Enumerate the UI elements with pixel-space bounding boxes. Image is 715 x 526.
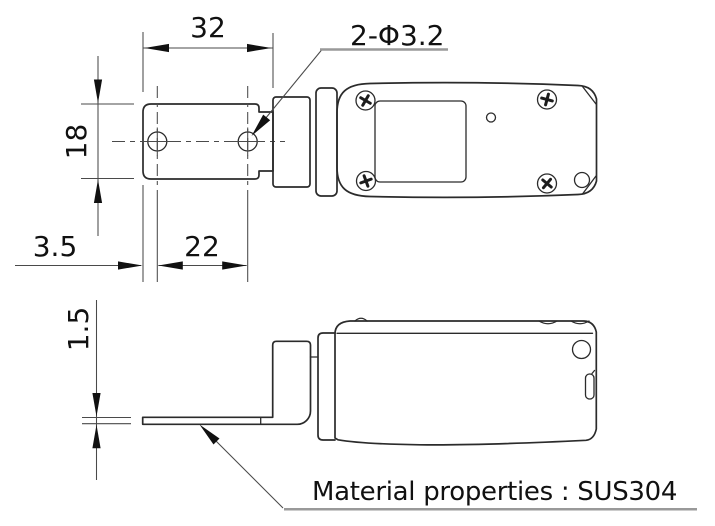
dimension-1-5: 1.5 [62, 300, 131, 480]
dim-18-label: 18 [60, 124, 93, 160]
screw-bottom-left [355, 170, 377, 192]
top-view [112, 81, 598, 200]
body-top-edge-details [354, 317, 590, 325]
neck-block [272, 96, 311, 188]
mounting-hole-right [233, 127, 262, 156]
latch-slot-notch [591, 369, 596, 375]
latch-slot [584, 373, 595, 400]
bracket-side-outline [141, 340, 312, 426]
dim-32-label: 32 [190, 11, 226, 44]
dim-1-5-label: 1.5 [62, 307, 95, 352]
switch-body-top-view [336, 81, 598, 199]
indicator-hole [485, 112, 497, 123]
screw-top-left [355, 90, 376, 111]
hole-callout-label: 2-Φ3.2 [350, 19, 445, 52]
collar-side [317, 332, 336, 441]
side-view [141, 317, 598, 446]
hole-callout: 2-Φ3.2 [251, 19, 448, 136]
dim-3-5-label: 3.5 [33, 230, 78, 263]
material-note: Material properties : SUS304 [199, 424, 697, 511]
material-note-label: Material properties : SUS304 [312, 477, 677, 507]
body-recess [374, 100, 467, 183]
corner-hole [573, 171, 591, 189]
dimension-18: 18 [60, 56, 134, 236]
mounting-hole-left [143, 127, 172, 156]
dimension-3-5: 3.5 [15, 185, 144, 282]
dimension-32: 32 [142, 11, 274, 92]
switch-body-side-view [334, 320, 598, 446]
side-hole [571, 339, 592, 360]
collar-block [315, 87, 338, 197]
screw-bottom-right [536, 173, 558, 194]
bracket-outline [142, 103, 274, 180]
dim-22-label: 22 [184, 230, 220, 263]
screw-top-right [536, 89, 558, 110]
dimension-22: 22 [156, 200, 249, 282]
body-corner-blends [581, 85, 597, 195]
